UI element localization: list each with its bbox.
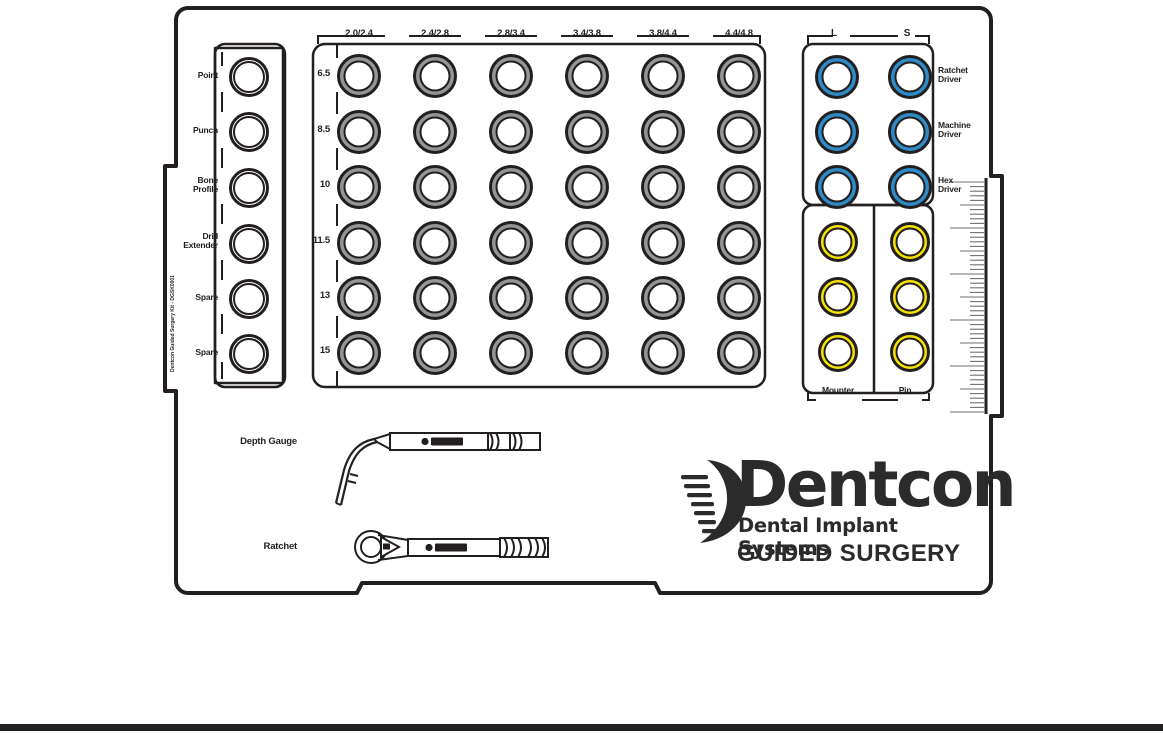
- driver-column-header-l: L: [831, 28, 837, 39]
- driver-hole-hex-s[interactable]: [888, 165, 932, 209]
- depth-gauge-graphic: [334, 432, 541, 506]
- drill-hole-r5-c1[interactable]: [337, 276, 381, 320]
- mounter-hole-3[interactable]: [818, 332, 858, 372]
- ratchet-engraving: [425, 543, 467, 552]
- drill-hole-r6-c3[interactable]: [489, 331, 533, 375]
- drill-hole-r2-c6[interactable]: [717, 110, 761, 154]
- driver-label-machine: Machine Driver: [938, 120, 971, 139]
- drill-column-header-2: 2.4/2.8: [421, 28, 449, 39]
- accessory-hole-drill-extender[interactable]: [229, 224, 269, 264]
- kit-title: GUIDED SURGERY: [737, 540, 961, 567]
- drill-hole-r4-c5[interactable]: [641, 221, 685, 265]
- mounter-hole-2[interactable]: [818, 277, 858, 317]
- drill-column-header-3: 2.8/3.4: [497, 28, 525, 39]
- drill-hole-r6-c6[interactable]: [717, 331, 761, 375]
- drill-hole-r5-c6[interactable]: [717, 276, 761, 320]
- accessory-label-drill-extender: Drill Extender: [183, 231, 218, 250]
- drill-column-header-1: 2.0/2.4: [345, 28, 373, 39]
- drill-column-header-6: 4.4/4.8: [725, 28, 753, 39]
- drill-hole-r2-c4[interactable]: [565, 110, 609, 154]
- accessory-hole-spare-1[interactable]: [229, 279, 269, 319]
- drill-hole-r1-c5[interactable]: [641, 54, 685, 98]
- drill-hole-r5-c4[interactable]: [565, 276, 609, 320]
- driver-hole-machine-s[interactable]: [888, 110, 932, 154]
- driver-hole-hex-l[interactable]: [815, 165, 859, 209]
- pin-column-label: Pin: [898, 385, 912, 395]
- brand-subtitle: Dental Implant Systems: [738, 514, 898, 560]
- drill-row-header-3: 10: [319, 179, 330, 190]
- drill-hole-r5-c5[interactable]: [641, 276, 685, 320]
- drill-column-header-4: 3.4/3.8: [573, 28, 601, 39]
- drill-hole-r6-c4[interactable]: [565, 331, 609, 375]
- drill-row-header-2: 8.5: [317, 124, 330, 135]
- accessory-label-point: Point: [197, 70, 218, 80]
- drill-hole-r5-c3[interactable]: [489, 276, 533, 320]
- drill-hole-r1-c4[interactable]: [565, 54, 609, 98]
- driver-label-ratchet: Ratchet Driver: [938, 65, 968, 84]
- drill-row-header-1: 6.5: [317, 68, 330, 79]
- driver-column-header-s: S: [903, 28, 911, 39]
- drill-hole-r1-c2[interactable]: [413, 54, 457, 98]
- driver-label-hex: Hex Driver: [938, 175, 962, 194]
- pin-hole-1[interactable]: [890, 222, 930, 262]
- accessory-label-bone-profile: Bone Profile: [192, 175, 218, 194]
- drill-hole-r2-c5[interactable]: [641, 110, 685, 154]
- drill-hole-r2-c1[interactable]: [337, 110, 381, 154]
- brand-lockup: Dentcon Dental Implant Systems GUIDED SU…: [676, 448, 1016, 567]
- drill-hole-r4-c6[interactable]: [717, 221, 761, 265]
- drill-hole-r3-c4[interactable]: [565, 165, 609, 209]
- drill-hole-r6-c1[interactable]: [337, 331, 381, 375]
- driver-hole-ratchet-l[interactable]: [815, 55, 859, 99]
- drill-hole-r6-c5[interactable]: [641, 331, 685, 375]
- drill-row-header-6: 15: [319, 345, 330, 356]
- accessory-label-spare-1: Spare: [195, 292, 218, 302]
- mounter-column-label: Mounter: [821, 385, 855, 395]
- drill-hole-r6-c2[interactable]: [413, 331, 457, 375]
- mounter-hole-1[interactable]: [818, 222, 858, 262]
- drill-hole-r2-c3[interactable]: [489, 110, 533, 154]
- accessory-label-spare-2: Spare: [195, 347, 218, 357]
- accessory-hole-spare-2[interactable]: [229, 334, 269, 374]
- drill-hole-r3-c1[interactable]: [337, 165, 381, 209]
- drill-hole-r5-c2[interactable]: [413, 276, 457, 320]
- accessory-label-punch: Punch: [193, 125, 218, 135]
- depth-gauge-label: Depth Gauge: [240, 436, 297, 447]
- drill-hole-r4-c4[interactable]: [565, 221, 609, 265]
- page-bottom-rule: [0, 724, 1163, 731]
- drill-hole-r4-c1[interactable]: [337, 221, 381, 265]
- drill-hole-r1-c6[interactable]: [717, 54, 761, 98]
- ratchet-graphic: [354, 530, 549, 564]
- drill-hole-r4-c3[interactable]: [489, 221, 533, 265]
- drill-hole-r2-c2[interactable]: [413, 110, 457, 154]
- drill-hole-r4-c2[interactable]: [413, 221, 457, 265]
- pin-hole-3[interactable]: [890, 332, 930, 372]
- drill-row-header-4: 11.5: [312, 235, 330, 246]
- ratchet-label: Ratchet: [263, 541, 298, 552]
- drill-hole-r3-c2[interactable]: [413, 165, 457, 209]
- tray-side-engraving: Dentcon Guided Surgery Kit - DGSK0001: [170, 275, 176, 372]
- drill-hole-r3-c5[interactable]: [641, 165, 685, 209]
- accessory-hole-punch[interactable]: [229, 112, 269, 152]
- drill-hole-r1-c1[interactable]: [337, 54, 381, 98]
- driver-hole-ratchet-s[interactable]: [888, 55, 932, 99]
- drill-column-header-5: 3.8/4.4: [649, 28, 677, 39]
- drill-hole-r3-c6[interactable]: [717, 165, 761, 209]
- pin-hole-2[interactable]: [890, 277, 930, 317]
- drill-row-header-5: 13: [319, 290, 330, 301]
- driver-hole-machine-l[interactable]: [815, 110, 859, 154]
- accessory-hole-bone-profile[interactable]: [229, 168, 269, 208]
- drill-hole-r3-c3[interactable]: [489, 165, 533, 209]
- depth-gauge-engraving: [421, 437, 463, 446]
- accessory-hole-point[interactable]: [229, 57, 269, 97]
- brand-name: Dentcon: [736, 448, 1016, 521]
- drill-hole-r1-c3[interactable]: [489, 54, 533, 98]
